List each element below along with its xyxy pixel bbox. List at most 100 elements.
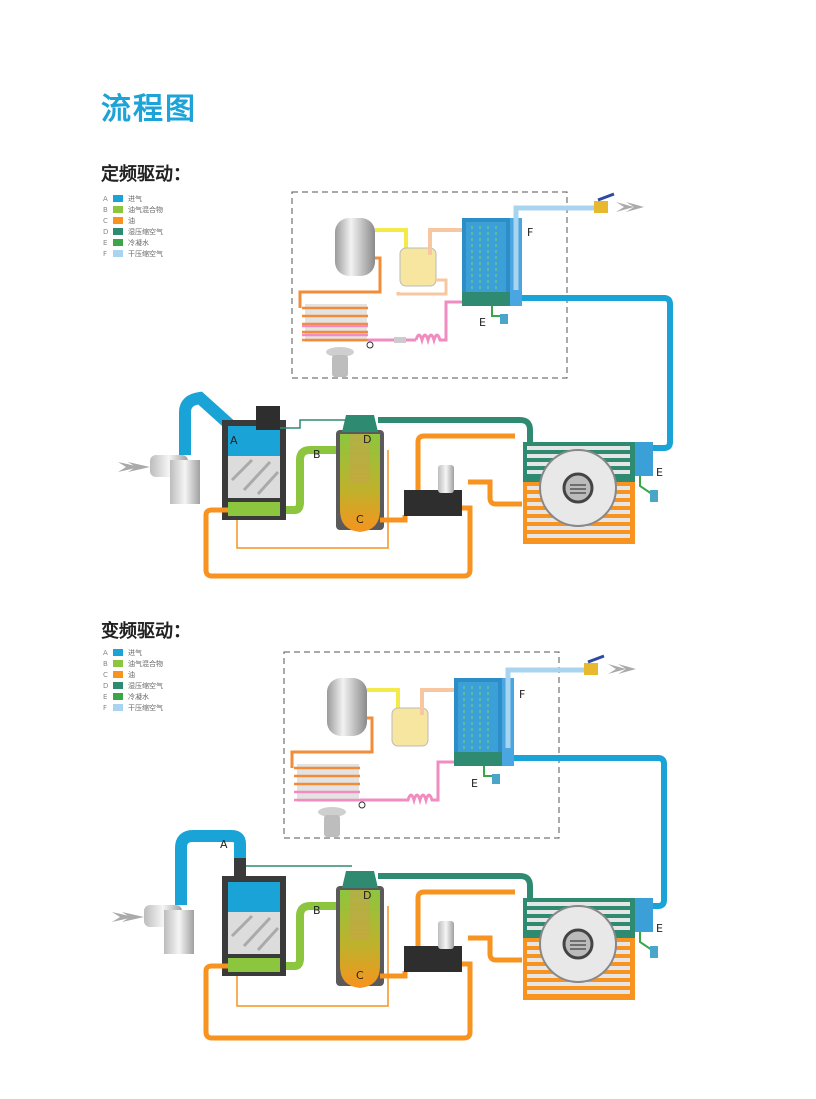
label-b: B xyxy=(313,448,321,461)
label-d: D xyxy=(363,889,371,902)
cooler-drain-valve xyxy=(650,946,658,958)
oil-filter xyxy=(438,465,454,493)
oil-line-to-cooler xyxy=(415,889,515,971)
inlet-arrow-icon xyxy=(112,912,144,922)
valve-handle xyxy=(597,192,615,202)
legend-swatch xyxy=(113,228,123,235)
gas-liquid-separator xyxy=(391,707,429,747)
label-b: B xyxy=(313,904,321,917)
refrigerant-receiver xyxy=(327,678,367,736)
refrigerant-hot-line xyxy=(290,716,374,768)
dry-air-line xyxy=(513,205,596,290)
label-e-dryer: E xyxy=(471,777,478,790)
wet-compressed-air-line xyxy=(378,873,533,898)
oil-scavenge-line xyxy=(236,906,389,1007)
oil-line-to-cooler xyxy=(415,433,515,515)
label-d: D xyxy=(363,433,371,446)
cooler-assembly xyxy=(523,442,653,544)
air-filter xyxy=(144,905,194,954)
page-title: 流程图 xyxy=(101,92,197,127)
air-dryer-heat-exchanger xyxy=(454,678,514,766)
label-a: A xyxy=(230,434,238,447)
dry-air-line xyxy=(505,667,586,748)
condenser-fan-icon xyxy=(318,807,346,817)
screw-compressor xyxy=(222,858,286,976)
wet-air-to-dryer-line xyxy=(514,755,667,909)
legend-swatch xyxy=(113,239,123,246)
filter-drier xyxy=(394,337,406,343)
section-title-fixed-speed: 定频驱动： xyxy=(101,164,191,185)
ball-valve xyxy=(584,663,598,675)
legend-swatch xyxy=(113,693,123,700)
fan-motor-icon xyxy=(332,355,348,377)
inlet-arrow-icon xyxy=(118,462,150,472)
refrigerant-condenser xyxy=(302,304,368,342)
legend-swatch xyxy=(113,250,123,257)
legend-swatch xyxy=(113,682,123,689)
legend-swatch xyxy=(113,217,123,224)
label-f: F xyxy=(527,226,533,239)
legend-swatch xyxy=(113,649,123,656)
gas-liquid-separator xyxy=(399,247,437,287)
label-e-cooler: E xyxy=(656,922,663,935)
label-c: C xyxy=(356,969,364,982)
legend-swatch xyxy=(113,704,123,711)
refrigerant-suction-line xyxy=(375,228,408,252)
legend-swatch xyxy=(113,660,123,667)
flow-diagram-variable-speed: F E A B D C xyxy=(112,651,667,1041)
cooler-assembly xyxy=(523,898,653,1000)
pressure-switch xyxy=(366,341,374,349)
label-c: C xyxy=(356,513,364,526)
section-title-variable-speed: 变频驱动： xyxy=(101,621,191,642)
valve-handle xyxy=(587,654,605,664)
refrigerant-receiver xyxy=(335,218,375,276)
condensate-drain-line xyxy=(491,306,500,317)
oil-separator xyxy=(336,415,384,532)
drain-valve xyxy=(492,774,500,784)
cooler-drain-valve xyxy=(650,490,658,502)
oil-air-mixture-line xyxy=(286,446,340,514)
oil-line-from-cooler xyxy=(468,935,522,963)
outlet-arrow-icon xyxy=(616,202,644,212)
cooler-drain-line xyxy=(639,932,653,951)
label-f: F xyxy=(519,688,525,701)
refrigerant-hot-line xyxy=(298,256,382,308)
refrigerant-line-peach xyxy=(420,688,454,715)
oil-air-mixture-line xyxy=(286,902,340,970)
label-e-dryer: E xyxy=(479,316,486,329)
legend-swatch xyxy=(113,671,123,678)
legend-swatch xyxy=(113,195,123,202)
thermostatic-valve xyxy=(404,946,462,972)
flow-diagram-fixed-speed: F E A B D C xyxy=(118,191,673,579)
thermostatic-valve xyxy=(404,490,462,516)
intake-air-line xyxy=(175,830,246,905)
oil-return-line xyxy=(203,505,473,579)
label-a: A xyxy=(220,838,228,851)
intake-air-line xyxy=(179,391,235,455)
air-filter xyxy=(150,455,200,504)
control-air-line xyxy=(280,419,352,429)
drain-valve xyxy=(500,314,508,324)
oil-separator xyxy=(336,871,384,988)
refrigerant-line-peach-2 xyxy=(396,278,448,296)
ball-valve xyxy=(594,201,608,213)
intake-valve-actuator xyxy=(256,406,280,430)
refrigerant-condenser xyxy=(294,764,360,802)
label-e-cooler: E xyxy=(656,466,663,479)
capillary-tube xyxy=(414,300,462,346)
condensate-drain-line xyxy=(483,766,492,777)
